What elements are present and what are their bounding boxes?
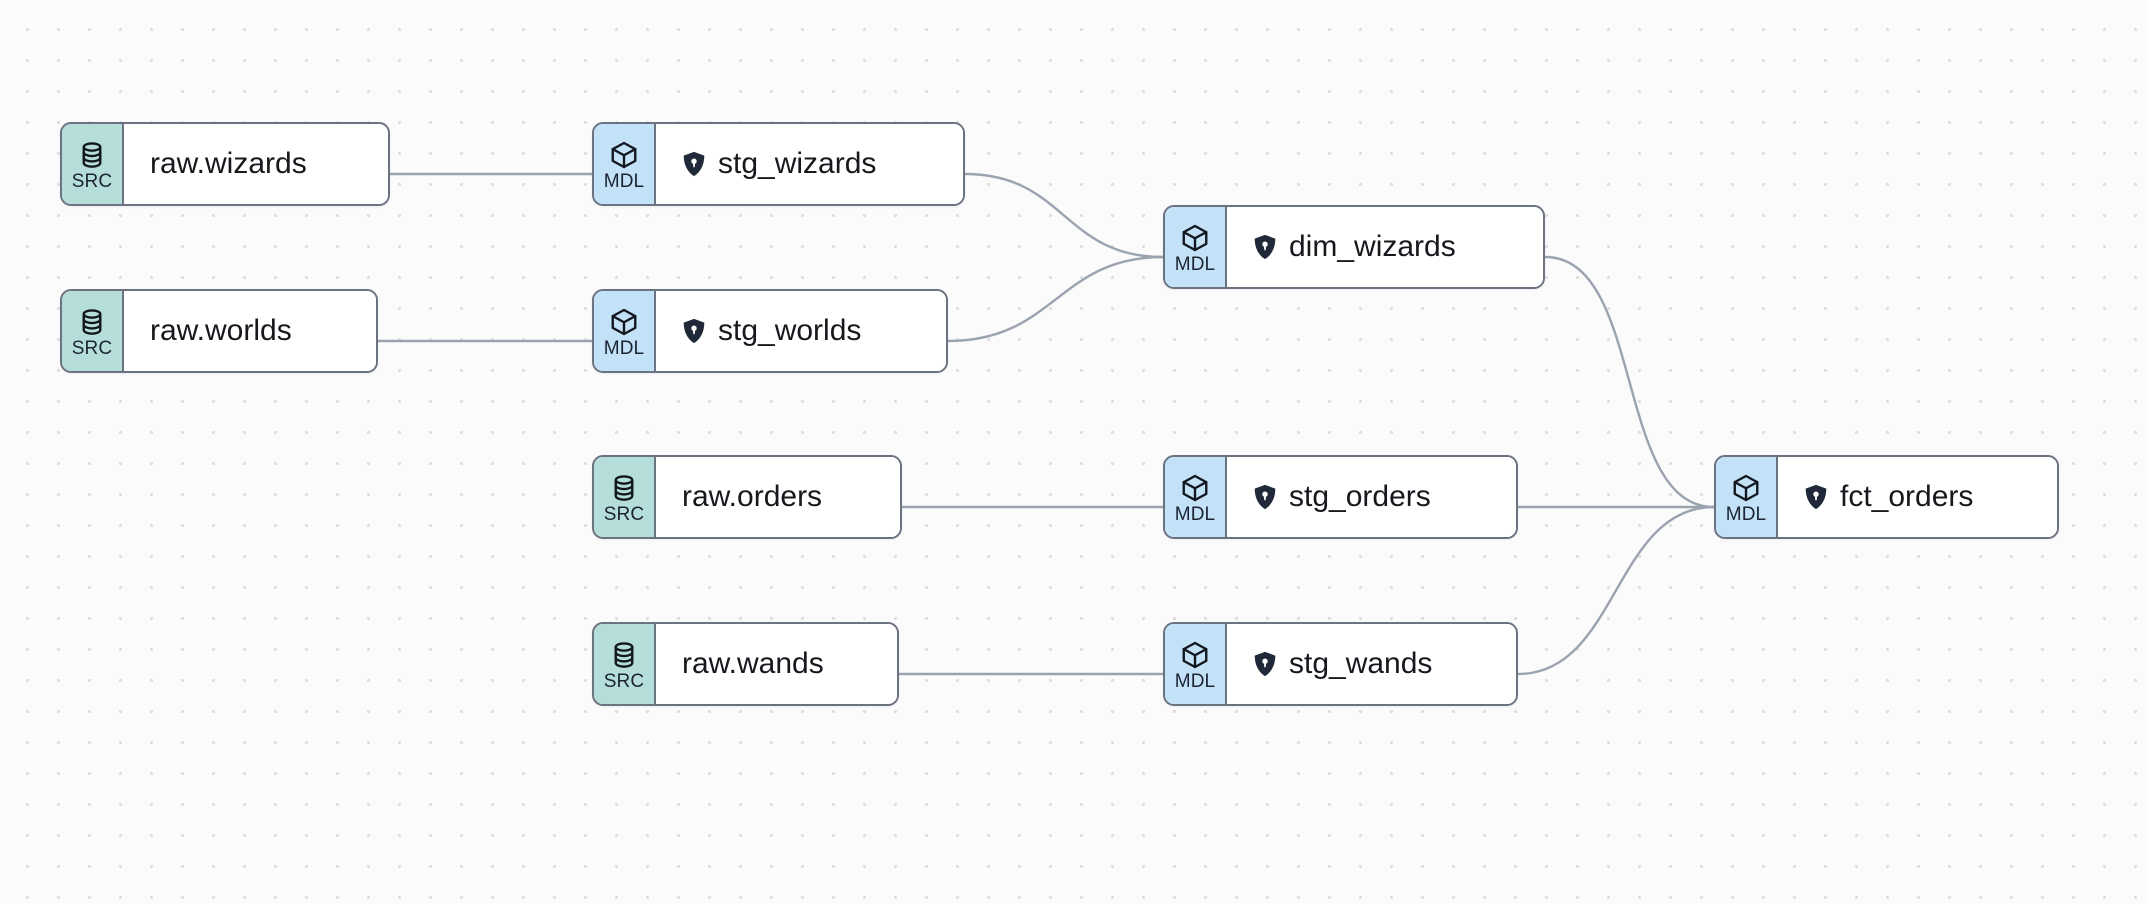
node-label: raw.wizards: [150, 147, 307, 180]
node-type-label: SRC: [71, 338, 113, 359]
lineage-node-raw-worlds[interactable]: SRC raw.worlds: [60, 289, 378, 373]
lineage-node-fct-orders[interactable]: MDL fct_orders: [1714, 455, 2059, 539]
node-body: raw.orders: [656, 457, 900, 537]
node-body: stg_wands: [1227, 624, 1516, 704]
database-icon: [77, 307, 107, 337]
cube-icon: [1731, 473, 1761, 503]
lineage-edge: [963, 172, 1165, 259]
node-type-badge-mdl: MDL: [594, 124, 656, 204]
cube-icon: [1180, 223, 1210, 253]
node-label: stg_worlds: [718, 314, 862, 347]
node-type-badge-mdl: MDL: [1165, 457, 1227, 537]
database-icon: [609, 473, 639, 503]
lineage-node-stg-orders[interactable]: MDL stg_orders: [1163, 455, 1518, 539]
node-body: raw.worlds: [124, 291, 376, 371]
lineage-node-stg-worlds[interactable]: MDL stg_worlds: [592, 289, 948, 373]
node-label: raw.orders: [682, 480, 823, 513]
node-type-badge-src: SRC: [62, 124, 124, 204]
cube-icon: [1180, 473, 1210, 503]
node-type-badge-mdl: MDL: [1716, 457, 1778, 537]
node-type-badge-mdl: MDL: [1165, 624, 1227, 704]
shield-lock-icon: [1253, 651, 1277, 677]
shield-lock-icon: [1804, 484, 1828, 510]
lineage-node-raw-orders[interactable]: SRC raw.orders: [592, 455, 902, 539]
node-type-label: SRC: [603, 671, 645, 692]
shield-lock-icon: [1253, 484, 1277, 510]
node-type-label: MDL: [1174, 671, 1216, 692]
lineage-edge: [1516, 505, 1716, 676]
lineage-edge: [1543, 255, 1716, 509]
node-type-badge-src: SRC: [594, 457, 656, 537]
node-body: raw.wizards: [124, 124, 388, 204]
database-icon: [77, 140, 107, 170]
node-body: dim_wizards: [1227, 207, 1543, 287]
node-label: stg_wands: [1289, 647, 1433, 680]
node-body: fct_orders: [1778, 457, 2057, 537]
cube-icon: [609, 140, 639, 170]
lineage-node-dim-wizards[interactable]: MDL dim_wizards: [1163, 205, 1545, 289]
shield-lock-icon: [682, 318, 706, 344]
node-type-label: MDL: [1174, 254, 1216, 275]
node-type-badge-src: SRC: [62, 291, 124, 371]
shield-lock-icon: [1253, 234, 1277, 260]
node-label: raw.wands: [682, 647, 824, 680]
lineage-edge: [946, 255, 1165, 343]
node-type-label: SRC: [603, 504, 645, 525]
node-label: raw.worlds: [150, 314, 292, 347]
lineage-node-stg-wizards[interactable]: MDL stg_wizards: [592, 122, 965, 206]
node-body: stg_wizards: [656, 124, 963, 204]
node-type-label: MDL: [1174, 504, 1216, 525]
shield-lock-icon: [682, 151, 706, 177]
node-type-badge-src: SRC: [594, 624, 656, 704]
node-type-label: SRC: [71, 171, 113, 192]
node-label: stg_orders: [1289, 480, 1431, 513]
lineage-node-raw-wands[interactable]: SRC raw.wands: [592, 622, 899, 706]
node-body: raw.wands: [656, 624, 897, 704]
node-type-label: MDL: [603, 171, 645, 192]
cube-icon: [1180, 640, 1210, 670]
lineage-node-raw-wizards[interactable]: SRC raw.wizards: [60, 122, 390, 206]
node-label: stg_wizards: [718, 147, 877, 180]
node-label: dim_wizards: [1289, 230, 1456, 263]
database-icon: [609, 640, 639, 670]
node-label: fct_orders: [1840, 480, 1974, 513]
cube-icon: [609, 307, 639, 337]
lineage-node-stg-wands[interactable]: MDL stg_wands: [1163, 622, 1518, 706]
node-type-badge-mdl: MDL: [594, 291, 656, 371]
node-body: stg_worlds: [656, 291, 946, 371]
node-type-badge-mdl: MDL: [1165, 207, 1227, 287]
node-type-label: MDL: [1725, 504, 1767, 525]
node-body: stg_orders: [1227, 457, 1516, 537]
node-type-label: MDL: [603, 338, 645, 359]
